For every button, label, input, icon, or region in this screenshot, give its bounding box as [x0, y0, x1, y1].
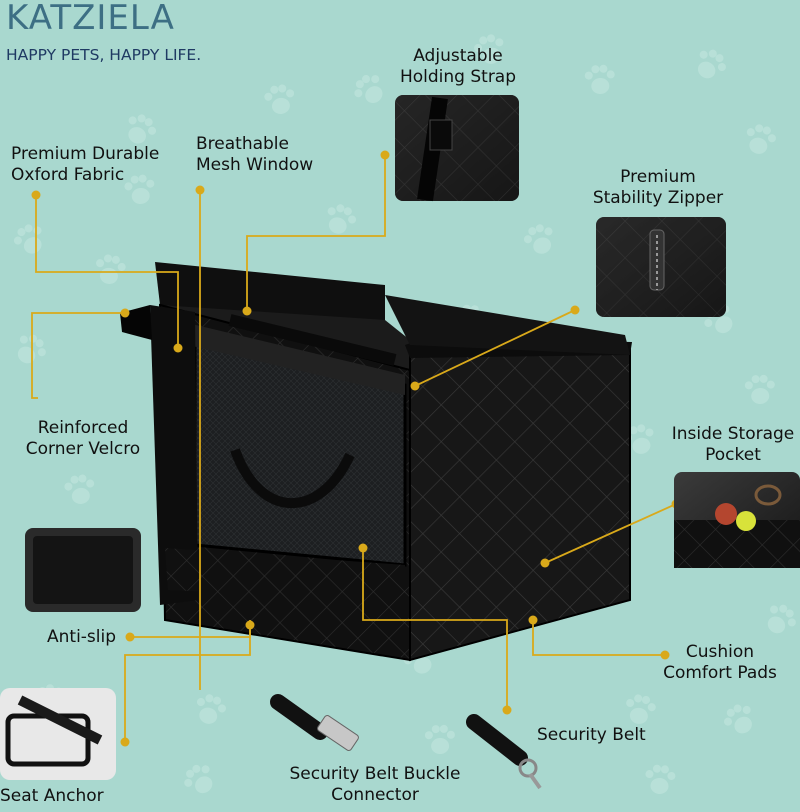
- brand-tagline: HAPPY PETS, HAPPY LIFE.: [6, 46, 202, 64]
- label-seat-anchor: Seat Anchor: [0, 786, 104, 806]
- paw-print-icon: [185, 685, 235, 735]
- paw-print-icon: [466, 26, 515, 75]
- label-storage-pocket: Inside Storage Pocket: [666, 424, 800, 466]
- pet-car-seat: [120, 262, 632, 662]
- label-line: Reinforced: [37, 418, 129, 438]
- brand-header: KATZIELA HAPPY PETS, HAPPY LIFE.: [6, 0, 201, 64]
- paw-print-icon: [257, 77, 303, 123]
- brand-logo-text: KATZIELA: [6, 0, 175, 38]
- paw-print-icon: [314, 194, 366, 246]
- paw-print-icon: [735, 115, 784, 164]
- label-line: Stability Zipper: [592, 188, 724, 208]
- label-line: Corner Velcro: [25, 439, 141, 459]
- paw-print-icon: [638, 758, 681, 801]
- label-line: Adjustable: [413, 46, 503, 66]
- paw-print-icon: [342, 62, 398, 118]
- security-belt-image: [466, 714, 542, 790]
- label-anti-slip: Anti-slip: [47, 627, 117, 647]
- label-corner-velcro: Reinforced Corner Velcro: [18, 418, 148, 460]
- paw-print-icon: [113, 103, 167, 157]
- paw-print-icon: [420, 720, 461, 761]
- paw-print-icon: [2, 322, 58, 378]
- label-belt-buckle: Security Belt Buckle Connector: [270, 764, 480, 806]
- holding-strap-photo: [395, 95, 519, 202]
- anti-slip-photo: [25, 528, 141, 612]
- label-oxford-fabric: Premium Durable Oxford Fabric: [11, 144, 159, 186]
- paw-print-icon: [752, 592, 800, 648]
- label-line: Security Belt Buckle: [289, 764, 461, 784]
- paw-print-icon: [712, 692, 767, 747]
- label-line: Mesh Window: [196, 155, 314, 175]
- stability-zipper-photo: [596, 217, 726, 317]
- label-line: Oxford Fabric: [11, 165, 125, 185]
- paw-print-icon: [118, 168, 163, 213]
- label-line: Cushion: [685, 642, 755, 662]
- paw-print-icon: [514, 214, 566, 266]
- label-line: Comfort Pads: [663, 663, 777, 683]
- label-line: Pocket: [705, 445, 761, 465]
- paw-print-icon: [57, 467, 102, 512]
- label-holding-strap: Adjustable Holding Strap: [396, 46, 520, 88]
- label-line: Connector: [331, 785, 419, 805]
- paw-print-icon: [739, 369, 780, 410]
- paw-print-icon: [682, 37, 738, 93]
- leader-lines: [31, 155, 677, 742]
- seat-anchor-photo: [0, 688, 116, 780]
- label-line: Breathable: [196, 134, 289, 154]
- label-line: Premium: [620, 167, 696, 187]
- paw-print-icon: [172, 752, 228, 808]
- label-line: Holding Strap: [399, 67, 517, 87]
- storage-pocket-photo: [674, 472, 800, 568]
- label-line: Premium Durable: [11, 144, 160, 164]
- label-stability-zipper: Premium Stability Zipper: [588, 167, 728, 209]
- label-line: Inside Storage: [671, 424, 795, 444]
- label-security-belt: Security Belt: [537, 725, 646, 745]
- paw-print-icon: [617, 687, 664, 734]
- label-cushion-pads: Cushion Comfort Pads: [655, 642, 785, 684]
- belt-buckle-connector-image: [270, 694, 359, 751]
- label-mesh-window: Breathable Mesh Window: [196, 134, 313, 176]
- paw-print-icon: [579, 59, 621, 101]
